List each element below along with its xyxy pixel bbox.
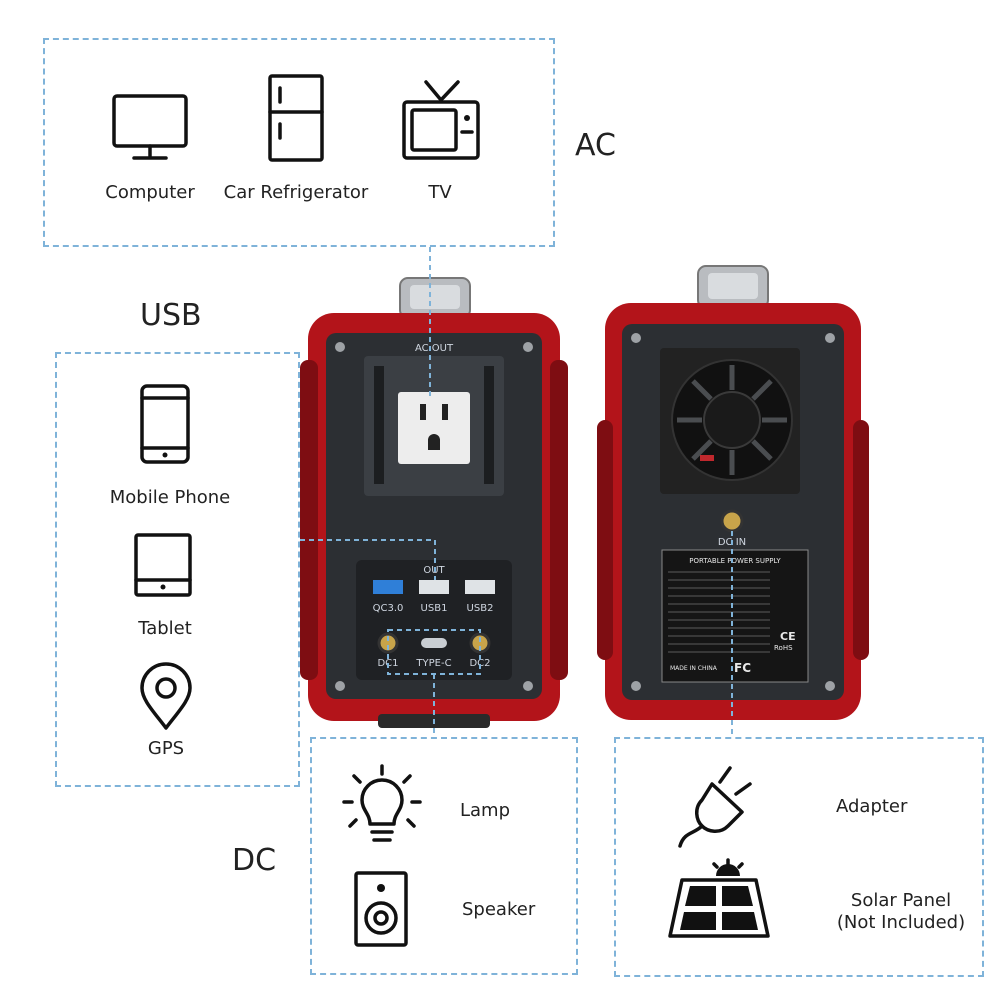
gps-pin-icon bbox=[140, 662, 192, 730]
usb-tablet-item bbox=[133, 532, 195, 598]
computer-label: Computer bbox=[105, 182, 195, 203]
connector-lines bbox=[300, 247, 733, 737]
usb2-port bbox=[465, 580, 495, 594]
gps-label: GPS bbox=[147, 738, 185, 759]
solar-panel-label-line2: (Not Included) bbox=[836, 912, 966, 933]
usb-gps-item bbox=[136, 662, 196, 732]
ac-devices-box bbox=[43, 38, 555, 247]
speaker-icon bbox=[354, 871, 408, 947]
mobile-phone-label: Mobile Phone bbox=[109, 487, 231, 508]
usb-section-label: USB bbox=[140, 298, 202, 333]
rohs-mark: RoHS bbox=[774, 644, 793, 652]
qc30-port bbox=[373, 580, 403, 594]
input-solar-item bbox=[664, 858, 774, 942]
car-refrigerator-label: Car Refrigerator bbox=[223, 182, 369, 203]
sticker-made-in: MADE IN CHINA bbox=[670, 665, 718, 672]
ac-tv-item bbox=[396, 76, 486, 166]
input-adapter-item bbox=[672, 760, 762, 852]
tv-label: TV bbox=[428, 182, 452, 203]
mobile-phone-icon bbox=[140, 384, 190, 464]
dc-speaker-item bbox=[352, 870, 412, 950]
usb1-label: USB1 bbox=[421, 603, 448, 614]
input-sources-box bbox=[614, 737, 984, 977]
dc-lamp-item bbox=[340, 762, 424, 854]
solar-panel-icon bbox=[668, 858, 770, 938]
ac-refrigerator-item bbox=[262, 72, 332, 167]
qc30-label: QC3.0 bbox=[373, 603, 404, 614]
dc-section-label: DC bbox=[232, 843, 277, 878]
tablet-icon bbox=[134, 533, 192, 597]
usb2-label: USB2 bbox=[467, 603, 494, 614]
ce-mark: CE bbox=[780, 630, 796, 643]
usb-phone-item bbox=[138, 383, 194, 468]
type-c-port bbox=[421, 638, 447, 648]
ac-out-label: AC OUT bbox=[415, 343, 454, 354]
adapter-label: Adapter bbox=[836, 796, 908, 817]
dc2-port bbox=[469, 632, 491, 654]
computer-icon bbox=[112, 94, 188, 160]
solar-panel-label-line1: Solar Panel bbox=[850, 890, 952, 911]
lamp-icon bbox=[342, 764, 422, 842]
tablet-label: Tablet bbox=[138, 618, 192, 639]
ac-section-label: AC bbox=[575, 128, 616, 163]
plug-icon bbox=[678, 766, 752, 848]
usb-devices-box bbox=[55, 352, 300, 787]
solar-panel-label: Solar Panel (Not Included) bbox=[826, 890, 976, 934]
refrigerator-icon bbox=[268, 74, 324, 162]
fc-mark: FC bbox=[734, 661, 751, 675]
dc-in-port bbox=[720, 509, 744, 533]
speaker-label: Speaker bbox=[462, 899, 536, 920]
usb1-port bbox=[419, 580, 449, 594]
device-front: AC OUT OUT QC3.0 USB1 USB2 DC1 TYPE-C DC… bbox=[300, 277, 568, 728]
tv-icon bbox=[402, 80, 480, 160]
ac-computer-item bbox=[100, 88, 200, 208]
dc-devices-box bbox=[310, 737, 578, 975]
lamp-label: Lamp bbox=[460, 800, 511, 821]
ac-outlet bbox=[398, 392, 470, 464]
dc1-port bbox=[377, 632, 399, 654]
dc2-label: DC2 bbox=[469, 658, 490, 669]
type-c-label: TYPE-C bbox=[415, 658, 451, 669]
sticker-title: PORTABLE POWER SUPPLY bbox=[689, 557, 781, 565]
device-back: DC IN PORTABLE POWER SUPPLY MADE IN CHIN… bbox=[597, 265, 869, 720]
